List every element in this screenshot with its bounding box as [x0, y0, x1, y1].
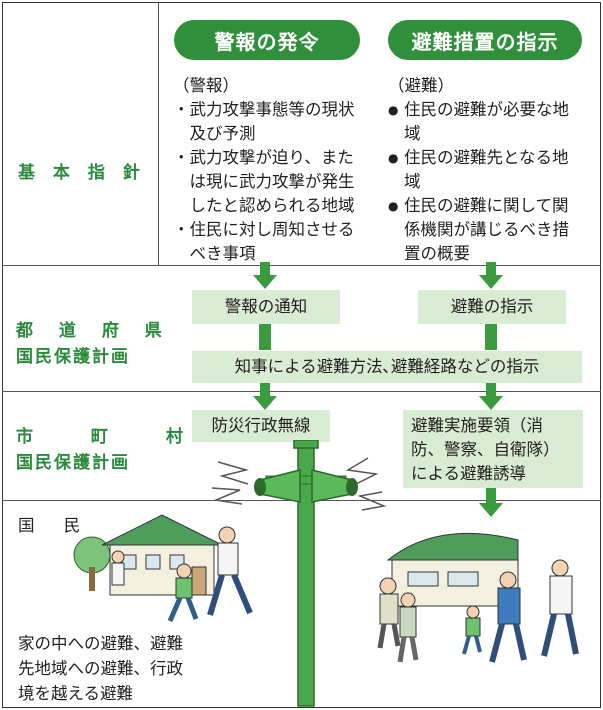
governor-instruction-box: 知事による避難方法､避難経路などの指示	[192, 351, 582, 383]
separator	[2, 391, 601, 392]
column-divider	[158, 2, 159, 265]
down-arrow-icon	[479, 383, 503, 410]
warning-header: 警報の発令	[174, 20, 360, 60]
list-item: ・ 武力攻撃が迫り、または現に武力攻撃が発生したと認められる地域	[173, 148, 355, 215]
evacuation-details: （避難） ● 住民の避難が必要な地域 ● 住民の避難先となる地域 ● 住民の避難…	[388, 74, 593, 266]
down-arrow-icon	[479, 262, 503, 289]
house-family-illustration	[73, 514, 253, 622]
warning-details: （警報） ・ 武力攻撃事態等の現状及び予測 ・ 武力攻撃が迫り、または現に武力攻…	[173, 74, 373, 266]
separator	[2, 265, 601, 266]
list-item: ・ 武力攻撃事態等の現状及び予測	[173, 100, 355, 143]
evacuation-instruction-box: 避難の指示	[418, 290, 566, 324]
school-evacuees-illustration	[377, 532, 579, 663]
row-label-citizens: 国 民	[18, 516, 93, 535]
warning-heading: （警報）	[173, 76, 239, 95]
radio-system-box: 防災行政無線	[192, 410, 330, 442]
down-arrow-icon	[253, 262, 277, 289]
down-arrow-icon	[253, 383, 277, 410]
evacuation-heading: （避難）	[388, 76, 454, 95]
list-item: ● 住民の避難先となる地域	[388, 148, 569, 191]
down-arrow-icon	[479, 488, 503, 517]
row-label-prefecture: 都 道 府 県 国民保護計画	[16, 321, 172, 367]
citizens-evacuation-text: 家の中への避難、避難 先地域への避難、行政 境を越える避難	[18, 634, 183, 703]
connector	[485, 324, 497, 350]
evacuation-guidance-box: 避難実施要領（消 防、警察、自衛隊） による避難誘導	[403, 410, 583, 488]
loudspeaker-pole-illustration	[211, 440, 387, 707]
warning-notice-box: 警報の通知	[192, 290, 340, 324]
row-label-basic-policy: 基 本 指 針	[18, 163, 146, 183]
list-item: ● 住民の避難に関して関係機関が講じるべき措置の概要	[388, 196, 569, 263]
list-item: ・ 住民に対し周知させるべき事項	[173, 220, 355, 263]
connector	[259, 324, 271, 350]
row-label-municipality: 市 町 村 国民保護計画	[16, 427, 209, 473]
evacuation-header: 避難措置の指示	[388, 20, 582, 60]
list-item: ● 住民の避難が必要な地域	[388, 100, 569, 143]
